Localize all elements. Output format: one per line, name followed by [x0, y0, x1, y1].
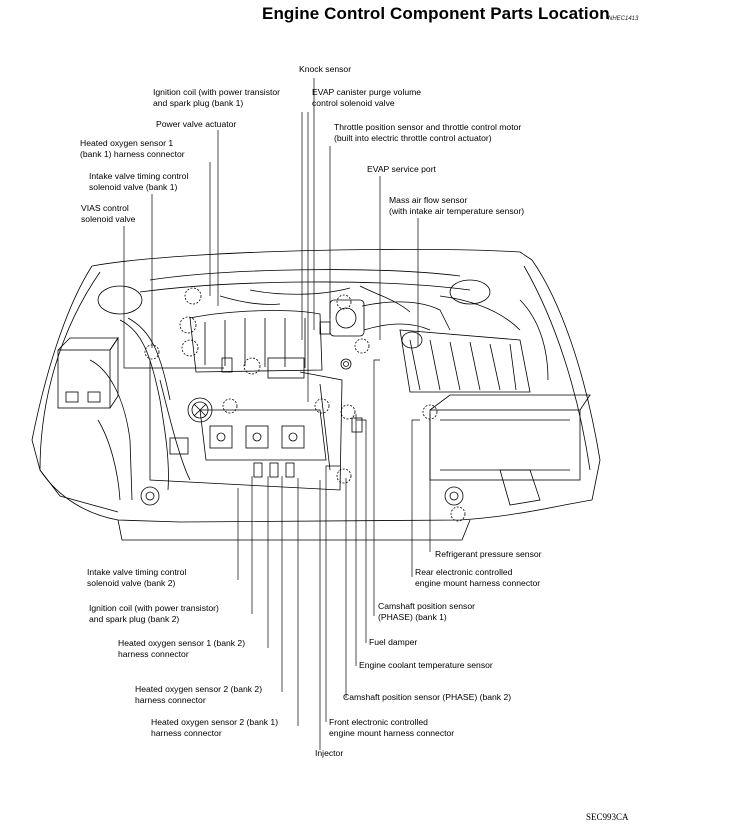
label-heated-o2-sensor2-bank1: Heated oxygen sensor 2 (bank 1) harness …: [151, 717, 279, 738]
label-vias-control-valve: VIAS control solenoid valve: [81, 203, 136, 224]
label-camshaft-sensor-bank1: Camshaft position sensor (PHASE) (bank 1…: [378, 601, 475, 622]
label-ignition-coil-bank1: Ignition coil (with power transistor and…: [153, 87, 281, 108]
leader-lines: [123, 78, 431, 750]
label-knock-sensor: Knock sensor: [299, 64, 352, 74]
label-evap-canister-purge-valve: EVAP canister purge volume control solen…: [312, 87, 422, 108]
figure-code-top: NHEC1413: [608, 16, 639, 22]
front-bumper-line: [39, 469, 593, 523]
label-camshaft-sensor-bank2: Camshaft position sensor (PHASE) (bank 2…: [343, 692, 512, 702]
label-refrigerant-pressure-sensor: Refrigerant pressure sensor: [435, 549, 542, 559]
hood-edge: [91, 248, 533, 267]
label-heated-o2-sensor1-bank2: Heated oxygen sensor 1 (bank 2) harness …: [118, 638, 246, 659]
label-evap-service-port: EVAP service port: [367, 164, 436, 174]
figure-code-bottom: SEC993CA: [586, 812, 629, 822]
label-rear-mount-connector: Rear electronic controlled engine mount …: [415, 567, 541, 588]
label-mass-air-flow-sensor: Mass air flow sensor (with intake air te…: [389, 195, 525, 216]
label-ignition-coil-bank2: Ignition coil (with power transistor) an…: [89, 603, 219, 624]
label-front-mount-connector: Front electronic controlled engine mount…: [329, 717, 455, 738]
label-heated-o2-sensor1-bank1: Heated oxygen sensor 1 (bank 1) harness …: [80, 138, 185, 159]
label-engine-coolant-temp-sensor: Engine coolant temperature sensor: [359, 660, 493, 670]
label-injector: Injector: [315, 748, 344, 758]
label-throttle-position-sensor: Throttle position sensor and throttle co…: [334, 122, 522, 143]
label-fuel-damper: Fuel damper: [369, 637, 418, 647]
page-title: Engine Control Component Parts Location: [262, 4, 610, 23]
label-intake-valve-timing-bank2: Intake valve timing control solenoid val…: [87, 567, 187, 588]
label-intake-valve-timing-bank1: Intake valve timing control solenoid val…: [89, 171, 189, 192]
label-power-valve-actuator: Power valve actuator: [156, 119, 237, 129]
label-heated-o2-sensor2-bank2: Heated oxygen sensor 2 (bank 2) harness …: [135, 684, 263, 705]
engine-block: [149, 360, 343, 491]
air-cleaner: [399, 329, 531, 393]
